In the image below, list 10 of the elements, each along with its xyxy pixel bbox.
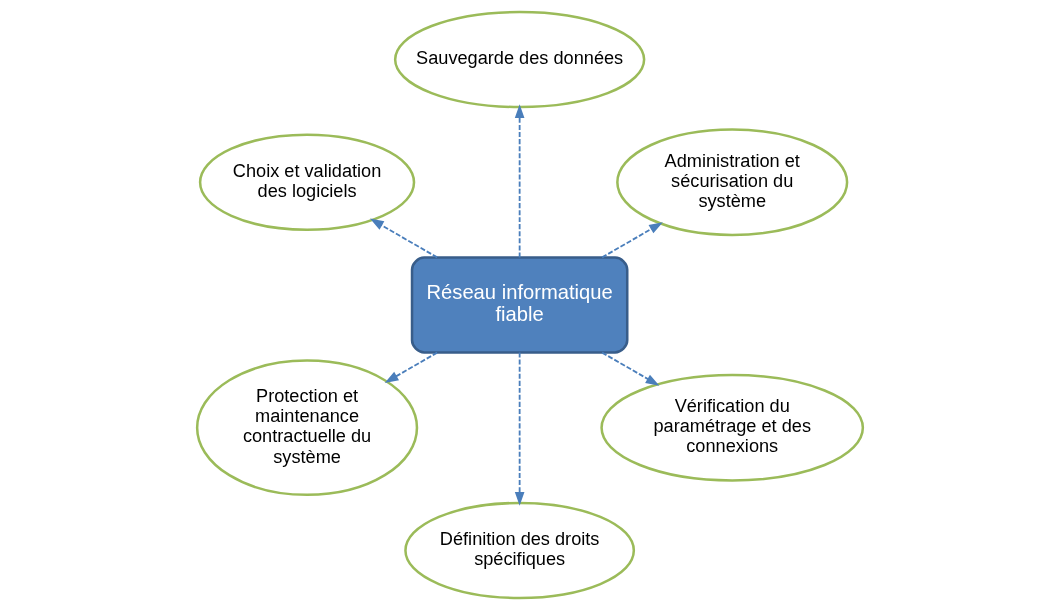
arrow <box>514 104 524 259</box>
arrow <box>369 218 438 259</box>
arrow <box>600 351 659 386</box>
node-box: Réseau informatique fiable <box>410 256 628 354</box>
node-ellipse: Définition des droits spécifiques <box>403 501 635 600</box>
arrow <box>600 222 663 259</box>
arrow <box>514 351 524 506</box>
node-ellipse: Sauvegarde des données <box>393 10 645 109</box>
node-ellipse: Protection et maintenance contractuelle du système <box>195 359 418 497</box>
arrow <box>384 351 438 383</box>
